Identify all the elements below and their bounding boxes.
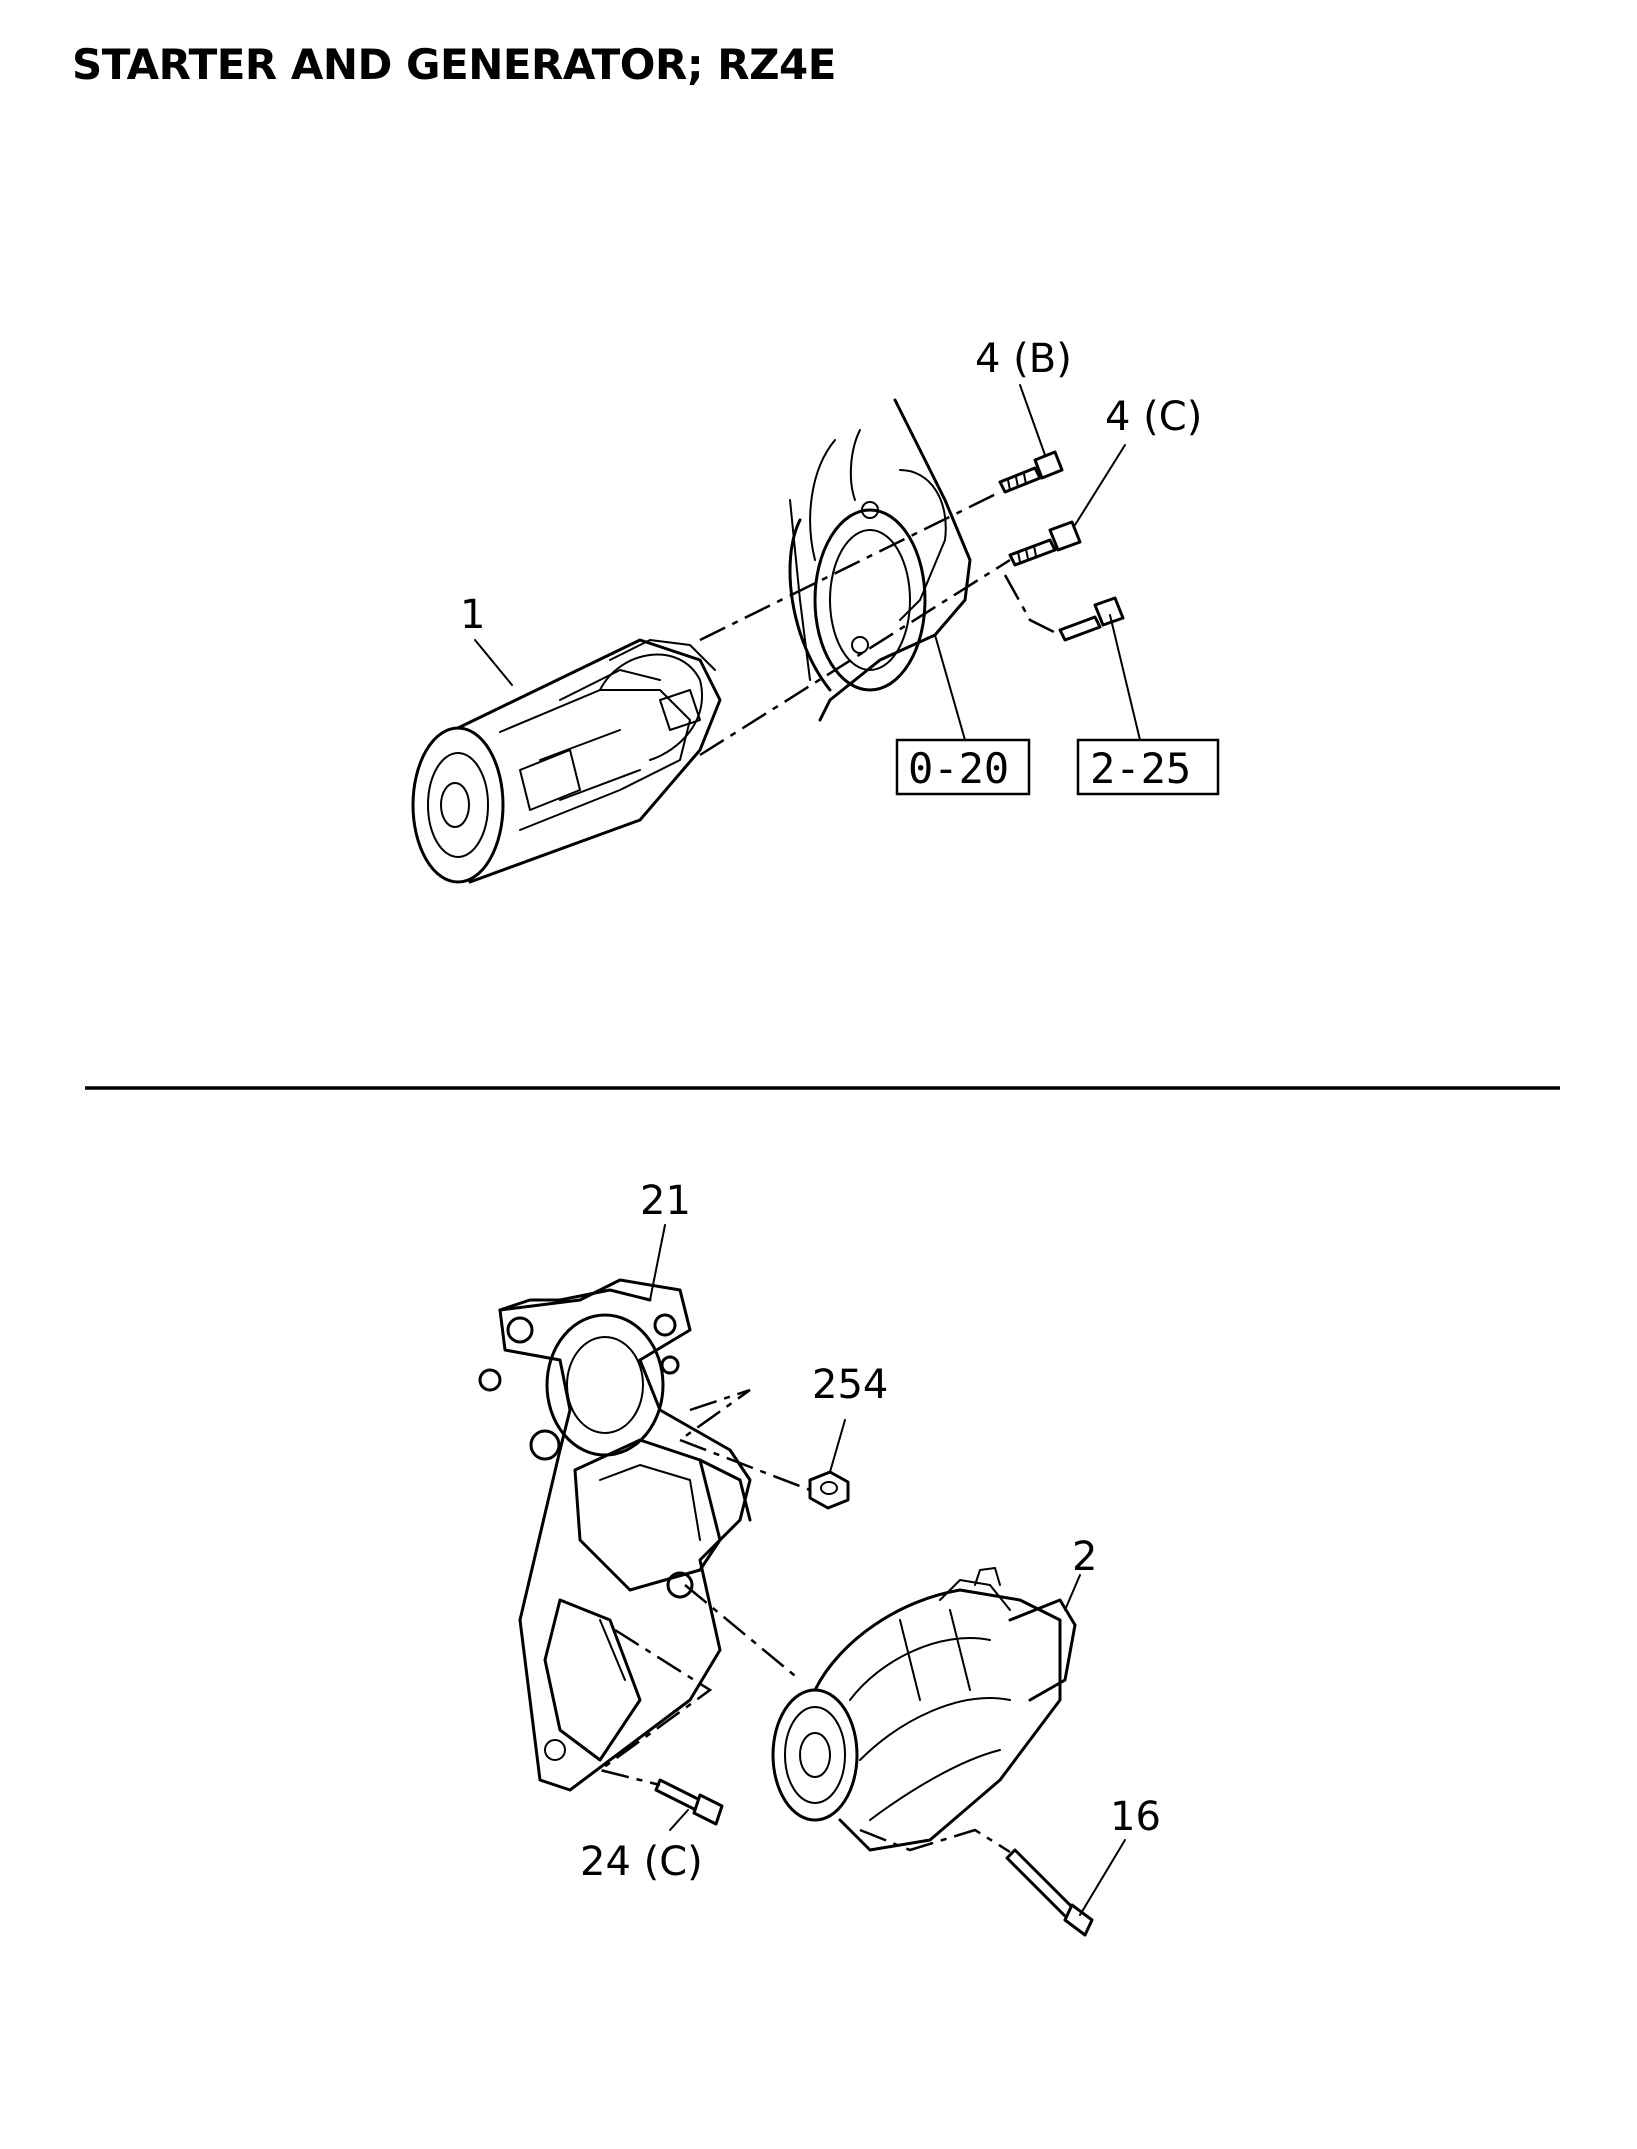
assembly-line [679, 1388, 751, 1442]
leader-line [649, 1224, 666, 1301]
assembly-line [859, 1828, 1011, 1854]
flywheel-housing-drawing [788, 398, 972, 722]
callout-4c: 4 (C) [1105, 394, 1202, 440]
leader-line [934, 634, 966, 741]
leader-line [669, 1809, 689, 1831]
bolt-4c-drawing [1008, 520, 1082, 567]
assembly-line [679, 1438, 811, 1492]
leader-line [1064, 1574, 1081, 1611]
bolt-4b-drawing [998, 450, 1064, 494]
leader-line [1019, 384, 1046, 456]
bolt-24c-drawing [654, 1778, 724, 1826]
leader-line [829, 1419, 846, 1473]
leader-line [474, 639, 513, 686]
callout-254: 254 [812, 1362, 888, 1408]
leader-line [1079, 1839, 1126, 1916]
page-title: STARTER AND GENERATOR; RZ4E [72, 40, 836, 89]
reference-label: 0-20 [908, 744, 1009, 793]
callout-2: 2 [1072, 1534, 1097, 1580]
callout-21: 21 [640, 1178, 691, 1224]
callout-1: 1 [460, 592, 485, 638]
alternator-drawing [771, 1567, 1077, 1852]
leader-line [1109, 614, 1141, 741]
bolt-lower-drawing [1058, 596, 1125, 642]
callout-4b: 4 (B) [975, 336, 1072, 382]
starter-motor-drawing [411, 638, 722, 884]
nut-254-drawing [808, 1470, 850, 1510]
bolt-16-drawing [1005, 1848, 1094, 1937]
reference-label: 2-25 [1090, 744, 1191, 793]
assembly-line [1003, 574, 1061, 637]
callout-16: 16 [1110, 1794, 1161, 1840]
generator-bracket-drawing [478, 1278, 752, 1792]
reference-box-0-20[interactable]: 0-20 [895, 738, 1031, 796]
leader-line [1074, 444, 1126, 526]
assembly-line [597, 1628, 713, 1787]
assembly-line [699, 558, 1011, 757]
callout-24c: 24 (C) [580, 1839, 703, 1885]
assembly-line [684, 1584, 801, 1681]
reference-box-2-25[interactable]: 2-25 [1076, 738, 1220, 796]
assembly-line [699, 490, 1001, 642]
